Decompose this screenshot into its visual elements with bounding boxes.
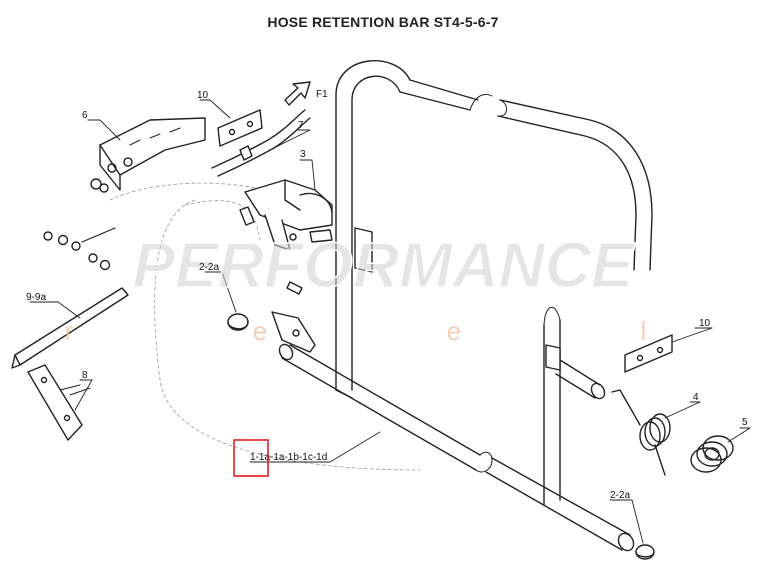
label-part-4: 4 bbox=[693, 392, 699, 403]
diagram-title: HOSE RETENTION BAR ST4-5-6-7 bbox=[267, 14, 499, 30]
label-part-8: 8 bbox=[82, 370, 88, 381]
part-10-top-plate bbox=[217, 109, 263, 147]
spacer-plate bbox=[271, 311, 316, 353]
label-part-2-2a-bottom: 2-2a bbox=[610, 490, 630, 501]
part-4-torsion-spring bbox=[611, 389, 671, 476]
label-part-3: 3 bbox=[300, 149, 306, 160]
watermark-subtext: r e e l bbox=[65, 316, 702, 346]
part-5-coil-spring bbox=[690, 435, 734, 473]
label-part-6: 6 bbox=[82, 110, 88, 121]
label-part-9-9a: 9-9a bbox=[26, 292, 46, 303]
part-9-9a-rod bbox=[11, 287, 129, 369]
part-8-plate bbox=[27, 364, 91, 441]
fasteners-cluster bbox=[43, 227, 303, 295]
label-part-1: 1-1a-1a-1b-1c-1d bbox=[250, 452, 327, 463]
label-part-10-top: 10 bbox=[197, 90, 209, 101]
part-3-clamp bbox=[239, 179, 333, 251]
label-part-2-2a-left: 2-2a bbox=[199, 262, 219, 273]
label-part-10-right: 10 bbox=[699, 318, 711, 329]
part-2-2a-left-plug bbox=[227, 313, 249, 331]
part-6-bracket bbox=[90, 117, 206, 193]
assembly-guide-lines bbox=[109, 182, 421, 471]
part-2-2a-bottom-cap bbox=[635, 544, 655, 560]
label-part-7: 7 bbox=[298, 120, 304, 131]
leader-lines bbox=[29, 99, 751, 544]
main-retention-bar bbox=[278, 60, 653, 552]
label-f1: F1 bbox=[316, 89, 328, 100]
part-10-right-plate bbox=[624, 334, 673, 373]
f1-direction-arrow bbox=[284, 81, 311, 106]
watermark-text: PERFORMANCE bbox=[132, 229, 636, 301]
label-part-5: 5 bbox=[742, 417, 748, 428]
highlight-box bbox=[233, 439, 269, 477]
